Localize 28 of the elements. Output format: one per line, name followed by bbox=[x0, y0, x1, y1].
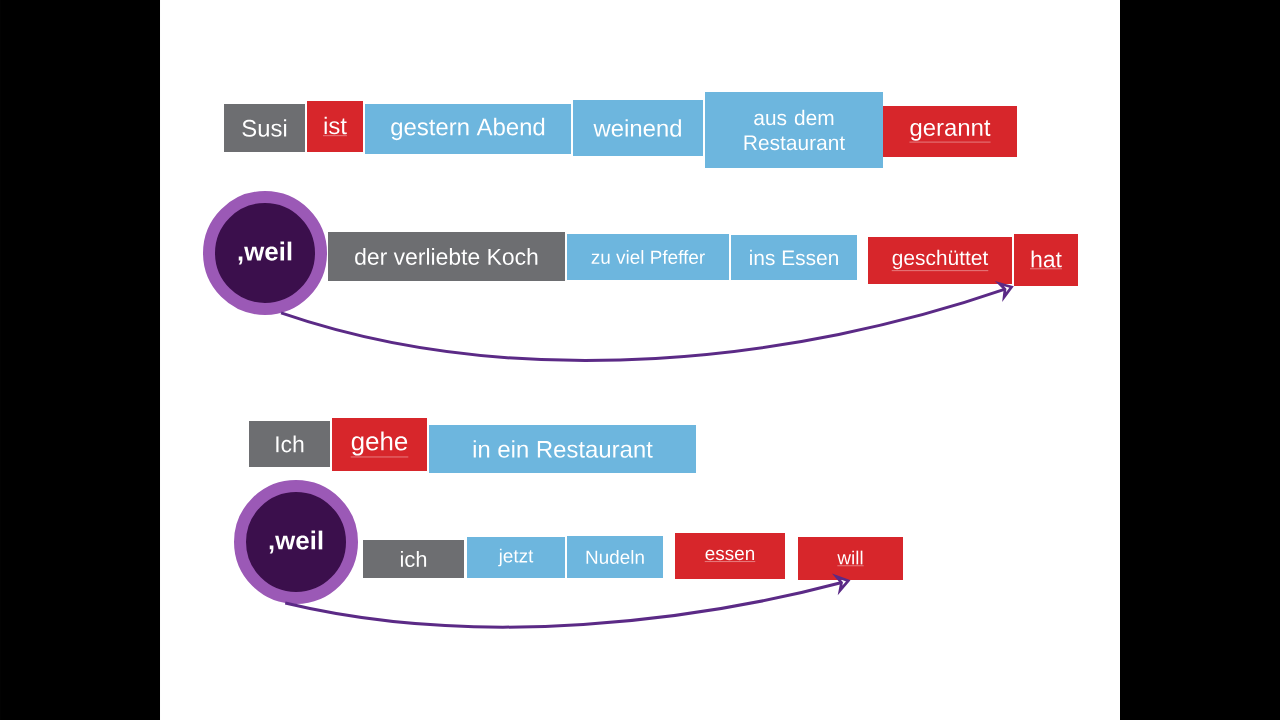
subject-box: ich bbox=[363, 540, 464, 578]
phrase-box: jetzt bbox=[467, 537, 565, 578]
verb-box: essen bbox=[675, 533, 785, 579]
phrase-box: gestern Abend bbox=[365, 104, 571, 154]
subject-box: der verliebte Koch bbox=[328, 232, 565, 281]
node-label: hat bbox=[1031, 250, 1062, 268]
node-label: aus dem Restaurant bbox=[744, 109, 845, 151]
phrase-box: zu viel Pfeffer bbox=[567, 234, 729, 280]
node-label: zu viel Pfeffer bbox=[591, 250, 705, 264]
verb-box: geschüttet bbox=[868, 237, 1012, 284]
verb-box: ist bbox=[307, 101, 363, 152]
phrase-box: ins Essen bbox=[731, 235, 857, 280]
node-label: gestern Abend bbox=[391, 117, 545, 141]
verb-box: gerannt bbox=[883, 106, 1017, 157]
node-label: jetzt bbox=[498, 548, 534, 567]
node-label: Nudeln bbox=[586, 550, 644, 564]
subject-box: Susi bbox=[224, 104, 305, 152]
verb-box: will bbox=[798, 537, 903, 580]
node-label: weinend bbox=[593, 119, 681, 137]
phrase-box: in ein Restaurant bbox=[429, 425, 696, 473]
node-label: ins Essen bbox=[750, 249, 838, 266]
subject-box: Ich bbox=[249, 421, 330, 467]
phrase-box: Nudeln bbox=[567, 536, 663, 578]
phrase-box: weinend bbox=[573, 100, 703, 156]
verb-box: gehe bbox=[332, 418, 427, 471]
node-label: geschüttet bbox=[892, 249, 989, 270]
phrase-box: aus dem Restaurant bbox=[705, 92, 883, 168]
verb-box: hat bbox=[1014, 234, 1078, 286]
